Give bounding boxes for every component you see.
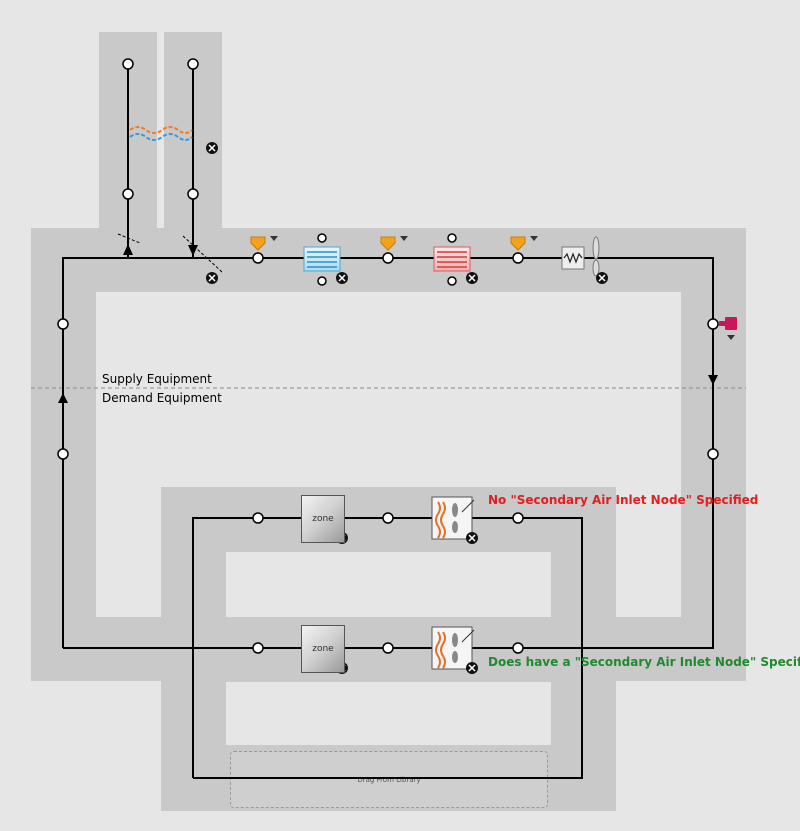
drop-zone[interactable]: Drag From Library (230, 751, 548, 808)
node[interactable] (252, 642, 264, 654)
node[interactable] (252, 252, 264, 264)
heat-exchanger-icon[interactable] (129, 126, 193, 141)
demand-equipment-label: Demand Equipment (102, 391, 222, 405)
cooling-coil-icon[interactable] (303, 246, 341, 272)
sensor-icon[interactable] (719, 317, 737, 340)
zone-label: zone (312, 644, 334, 654)
arrow-down-icon (708, 375, 718, 385)
demand-inner-hole-bottom (226, 682, 551, 745)
arrow-down-icon (188, 245, 198, 256)
node[interactable] (382, 642, 394, 654)
node[interactable] (317, 276, 327, 286)
thermal-zone-2[interactable]: zone (301, 625, 345, 673)
demand-right-hole (616, 487, 681, 617)
no-secondary-note: No "Secondary Air Inlet Node" Specified (488, 493, 759, 507)
node[interactable] (57, 318, 69, 330)
remove-icon[interactable] (206, 142, 218, 154)
node[interactable] (122, 58, 134, 70)
node[interactable] (187, 58, 199, 70)
remove-icon[interactable] (466, 272, 478, 284)
node[interactable] (512, 642, 524, 654)
fan-icon[interactable] (561, 236, 600, 277)
node[interactable] (512, 512, 524, 524)
drop-zone-label: Drag From Library (357, 775, 421, 784)
heating-coil-icon[interactable] (433, 246, 471, 272)
main-loop-wire (62, 257, 714, 649)
node[interactable] (122, 188, 134, 200)
demand-inner-hole-top (226, 552, 551, 617)
node[interactable] (447, 233, 457, 243)
remove-icon[interactable] (466, 532, 478, 544)
arrow-up-icon (58, 393, 68, 403)
remove-icon[interactable] (336, 272, 348, 284)
thermal-zone-1[interactable]: zone (301, 495, 345, 543)
remove-icon[interactable] (596, 272, 608, 284)
node[interactable] (317, 233, 327, 243)
demand-branch-wire (192, 517, 583, 779)
node[interactable] (707, 318, 719, 330)
loop-hole (96, 292, 681, 487)
setpoint-manager-icon[interactable] (380, 236, 408, 251)
has-secondary-note: Does have a "Secondary Air Inlet Node" S… (488, 655, 800, 669)
node[interactable] (707, 448, 719, 460)
air-terminal-icon[interactable] (431, 496, 475, 540)
node[interactable] (382, 512, 394, 524)
damper-icon (182, 235, 223, 273)
air-terminal-icon[interactable] (431, 626, 475, 670)
remove-icon[interactable] (206, 272, 218, 284)
node[interactable] (447, 276, 457, 286)
node[interactable] (57, 448, 69, 460)
supply-equipment-label: Supply Equipment (102, 372, 212, 386)
node[interactable] (512, 252, 524, 264)
remove-icon[interactable] (466, 662, 478, 674)
node[interactable] (382, 252, 394, 264)
node[interactable] (187, 188, 199, 200)
arrow-up-icon (123, 244, 133, 255)
node[interactable] (252, 512, 264, 524)
zone-label: zone (312, 514, 334, 524)
damper-icon (117, 233, 141, 244)
demand-left-hole (96, 487, 161, 617)
setpoint-manager-icon[interactable] (250, 236, 278, 251)
setpoint-manager-icon[interactable] (510, 236, 538, 251)
